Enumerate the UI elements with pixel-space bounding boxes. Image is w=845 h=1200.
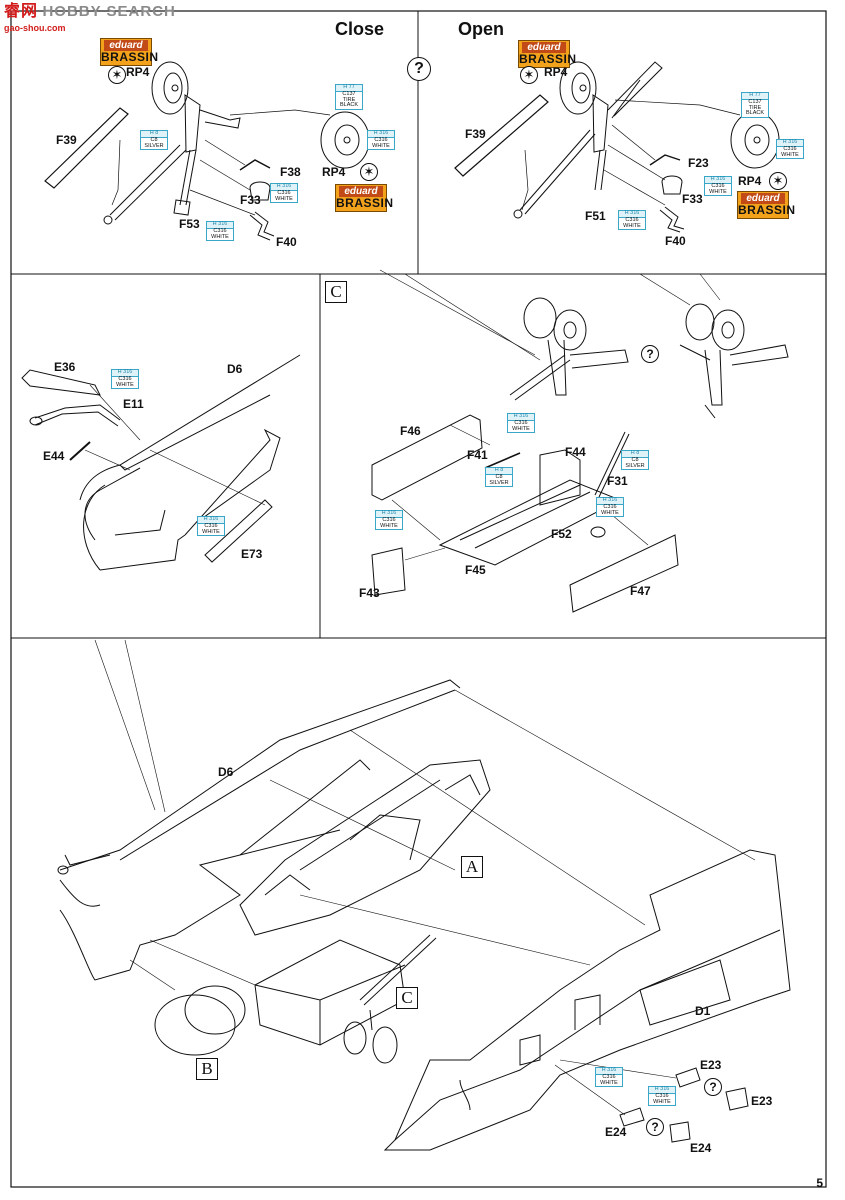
- part-label-f52: F52: [551, 527, 572, 541]
- part-label-e23: E23: [700, 1058, 722, 1072]
- part-f39-close: [44, 107, 129, 189]
- part-label-f39: F39: [465, 127, 486, 141]
- part-f45: [438, 479, 622, 566]
- part-f46: [371, 414, 483, 501]
- part-f43: [371, 547, 406, 596]
- part-label-f33: F33: [240, 193, 261, 207]
- part-label-e24: E24: [690, 1141, 712, 1155]
- watermark-brand-en: HOBBY SEARCH: [42, 3, 176, 20]
- gear-bay-assembly: [371, 297, 789, 613]
- part-e24-a: [619, 1107, 645, 1127]
- section-label-c: C: [396, 987, 418, 1009]
- wheel-open: [559, 61, 597, 115]
- question-mark-e24: ?: [646, 1118, 664, 1136]
- part-label-f44: F44: [565, 445, 586, 459]
- part-f39-open: [454, 94, 549, 177]
- star-icon: ✶: [769, 172, 787, 190]
- wheel-close-loose: [320, 111, 370, 169]
- star-icon: ✶: [360, 163, 378, 181]
- part-label-f23: F23: [688, 156, 709, 170]
- section-label-b: B: [196, 1058, 218, 1080]
- part-label-f40: F40: [276, 235, 297, 249]
- wheel-open-loose: [730, 111, 780, 169]
- header-open: Open: [458, 19, 505, 39]
- star-icon: ✶: [520, 66, 538, 84]
- part-f44: [539, 449, 581, 506]
- part-label-e36: E36: [54, 360, 76, 374]
- part-label-e23: E23: [751, 1094, 773, 1108]
- part-label-f41: F41: [467, 448, 488, 462]
- question-mark-top: ?: [407, 57, 431, 81]
- part-label-e44: E44: [43, 449, 65, 463]
- watermark-url: gao-shou.com: [4, 23, 66, 33]
- gear-bay-box: [254, 939, 406, 1046]
- part-label-f40: F40: [665, 234, 686, 248]
- part-label-rp4: RP4: [544, 65, 568, 79]
- question-mark-bay: ?: [641, 345, 659, 363]
- part-d1: [383, 849, 791, 1151]
- part-label-f45: F45: [465, 563, 486, 577]
- fuselage-assembly: [57, 639, 791, 1151]
- part-f47: [569, 534, 679, 613]
- header-close: Close: [335, 19, 385, 39]
- part-label-d1: D1: [695, 1004, 711, 1018]
- part-label-e11: E11: [123, 397, 144, 411]
- part-label-f39: F39: [56, 133, 77, 147]
- section-label-c-top: C: [325, 281, 347, 303]
- part-e23-a: [675, 1067, 701, 1088]
- part-label-e24: E24: [605, 1125, 627, 1139]
- part-label-f31: F31: [607, 474, 628, 488]
- part-label-d6: D6: [218, 765, 234, 779]
- part-label-f47: F47: [630, 584, 651, 598]
- part-label-f53: F53: [179, 217, 200, 231]
- watermark-brand-cn: 睿网: [4, 3, 39, 20]
- part-e23-b: [725, 1087, 749, 1111]
- open-gear-assembly: [454, 61, 780, 233]
- wheel-close: [151, 61, 189, 115]
- part-label-rp4: RP4: [126, 65, 150, 79]
- watermark-logo: 睿网 HOBBY SEARCH: [4, 4, 176, 20]
- part-label-f38: F38: [280, 165, 301, 179]
- part-label-f46: F46: [400, 424, 421, 438]
- part-e73: [204, 499, 273, 563]
- part-e24-b: [669, 1121, 691, 1143]
- cockpit-tub: [239, 759, 491, 936]
- part-label-f51: F51: [585, 209, 606, 223]
- part-label-f33: F33: [682, 192, 703, 206]
- instrument-panel-disc: [154, 994, 236, 1056]
- question-mark-e23: ?: [704, 1078, 722, 1096]
- part-label-rp4: RP4: [738, 174, 762, 188]
- part-label-f43: F43: [359, 586, 380, 600]
- part-label-d6: D6: [227, 362, 243, 376]
- part-label-e73: E73: [241, 547, 263, 561]
- page-number: 5: [816, 1176, 823, 1190]
- star-icon: ✶: [108, 66, 126, 84]
- part-label-rp4: RP4: [322, 165, 346, 179]
- close-gear-assembly: [44, 61, 370, 241]
- section-label-a: A: [461, 856, 483, 878]
